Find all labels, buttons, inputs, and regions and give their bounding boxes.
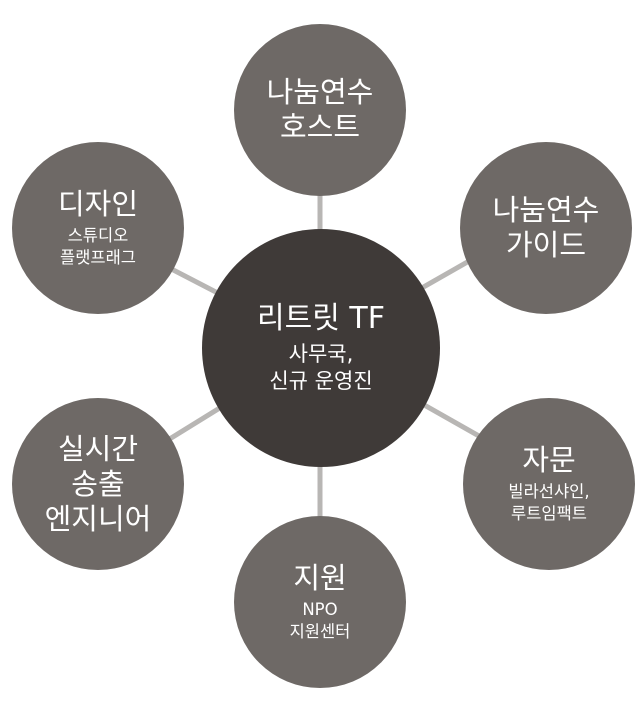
node-title: 자문 (522, 443, 576, 477)
center-title: 리트릿 TF (257, 301, 385, 336)
node-center-retreat-tf: 리트릿 TF 사무국, 신규 운영진 (202, 229, 440, 467)
node-title: 나눔연수 호스트 (266, 75, 374, 144)
node-title: 실시간 송출 엔지니어 (44, 431, 152, 536)
node-subtitle: 스튜디오 플랫프래그 (60, 226, 136, 267)
node-title: 나눔연수 가이드 (492, 193, 600, 262)
node-lower-right-advisory: 자문 빌라선샤인, 루트임팩트 (463, 398, 635, 570)
node-title: 디자인 (57, 187, 139, 221)
node-upper-right-guide: 나눔연수 가이드 (460, 142, 632, 314)
node-subtitle: 빌라선샤인, 루트임팩트 (508, 482, 590, 523)
node-lower-left-engineer: 실시간 송출 엔지니어 (12, 398, 184, 570)
node-top-host: 나눔연수 호스트 (234, 24, 406, 196)
node-title: 지원 (293, 561, 347, 595)
node-upper-left-design: 디자인 스튜디오 플랫프래그 (12, 142, 184, 314)
node-bottom-support: 지원 NPO 지원센터 (234, 516, 406, 688)
node-subtitle: NPO 지원센터 (289, 600, 351, 641)
center-subtitle: 사무국, 신규 운영진 (269, 342, 373, 393)
